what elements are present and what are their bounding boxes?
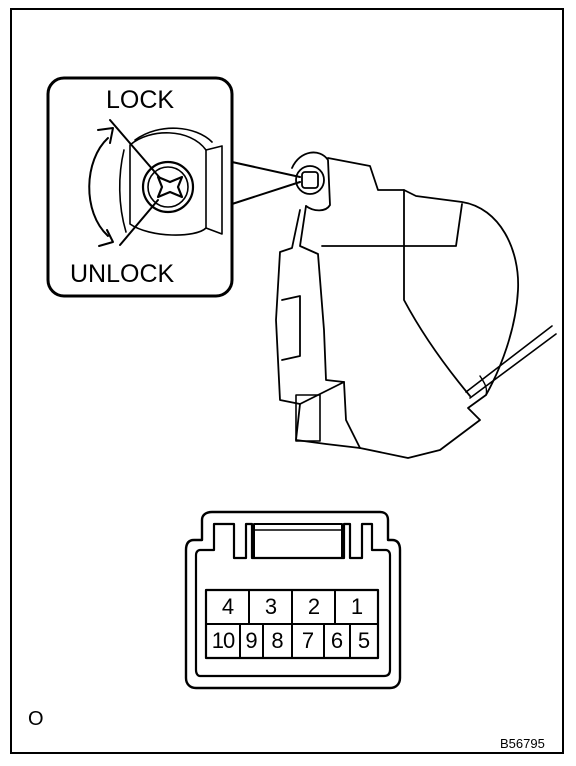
pin-number: 10	[211, 628, 235, 653]
rotation-arrow-icon	[88, 119, 161, 247]
pin-number: 9	[245, 628, 258, 653]
pin-number: 3	[264, 594, 278, 619]
door-lock-assembly	[275, 151, 557, 459]
corner-mark: O	[28, 708, 44, 730]
figure-code: B56795	[500, 736, 545, 751]
lock-knob	[141, 160, 195, 214]
pin-number: 4	[221, 594, 235, 619]
pin-number: 6	[330, 628, 344, 653]
connector-housing	[184, 510, 402, 690]
figure-frame	[10, 8, 564, 754]
knob-housing	[118, 127, 223, 236]
unlock-label: UNLOCK	[70, 260, 175, 288]
pin-number: 5	[357, 628, 371, 653]
lock-inset	[46, 76, 301, 298]
lock-label: LOCK	[106, 86, 175, 114]
pin-number: 7	[301, 628, 315, 653]
pin-number: 2	[307, 594, 321, 619]
pin-number: 1	[350, 594, 364, 619]
pin-number: 8	[271, 628, 284, 653]
